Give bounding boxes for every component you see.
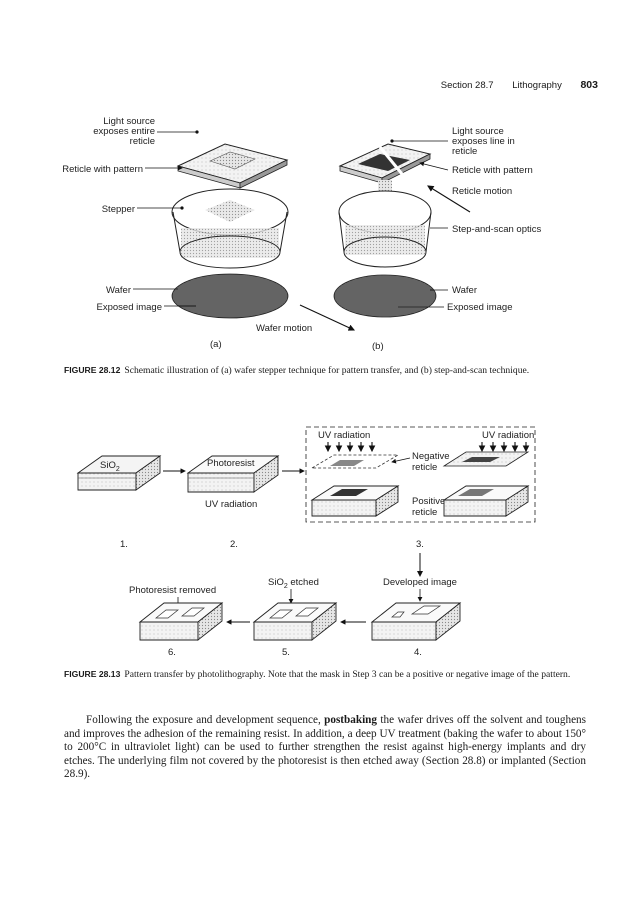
block-step3-neg [310, 485, 400, 517]
label-reticle-motion: Reticle motion [452, 186, 512, 197]
block-step5 [252, 602, 338, 641]
page-number: 803 [580, 79, 598, 91]
block-step1 [76, 455, 162, 491]
header-section: Section 28.7 [440, 80, 494, 91]
figure-12a-diagram: Light source exposes entire reticle Reti… [62, 116, 289, 350]
label-stepper: Stepper [102, 204, 135, 215]
figure-12-caption-label: FIGURE 28.12 [64, 365, 121, 375]
label-wafer-b: Wafer [452, 285, 477, 296]
block-step2 [186, 455, 280, 493]
figure-12-caption-text: Schematic illustration of (a) wafer step… [124, 365, 530, 376]
label-step4: 4. [414, 647, 422, 658]
reticle-plate-a [176, 143, 289, 189]
block-step4 [370, 602, 462, 641]
label-uv-pos: UV radiation [482, 430, 534, 441]
body-paragraph: Following the exposure and development s… [64, 714, 586, 781]
label-exposed-a: Exposed image [97, 302, 162, 313]
uv-arrows-neg [324, 442, 376, 453]
scan-optics-cylinder [338, 190, 432, 268]
label-light-entire-1: Light source [103, 116, 155, 127]
running-header: Section 28.7 Lithography 803 [425, 79, 598, 91]
label-uv-neg: UV radiation [318, 430, 370, 441]
label-light-entire-3: reticle [130, 136, 155, 147]
label-photoresist-removed: Photoresist removed [129, 585, 216, 596]
figure-13-diagram: SiO2 Photoresist UV radiation UV radiati… [76, 426, 536, 658]
label-step1: 1. [120, 539, 128, 550]
wafer-disc-b [333, 274, 437, 318]
label-light-line-1: Light source [452, 126, 504, 137]
label-exposed-b: Exposed image [447, 302, 512, 313]
step3-dashed-box [305, 426, 536, 523]
figure-12b-diagram: Light source exposes line in reticle Ret… [256, 126, 541, 352]
label-step3: 3. [416, 539, 424, 550]
leader-reticle-b [419, 161, 449, 171]
label-positive-1: Positive [412, 496, 445, 507]
label-step2: 2. [230, 539, 238, 550]
label-light-line-2: exposes line in [452, 136, 515, 147]
label-step5: 5. [282, 647, 290, 658]
negative-reticle [310, 454, 400, 469]
uv-arrows-pos [478, 442, 530, 453]
block-step3-pos [442, 485, 530, 517]
label-reticle-pattern-a: Reticle with pattern [62, 164, 143, 175]
label-reticle-pattern-b: Reticle with pattern [452, 165, 533, 176]
arrow-reticle-motion [427, 185, 471, 213]
block-step6 [138, 602, 224, 641]
figure-13-caption-label: FIGURE 28.13 [64, 669, 121, 679]
label-sio2: SiO2 [100, 460, 120, 473]
stepper-cylinder [171, 188, 289, 269]
label-panel-a: (a) [210, 339, 222, 350]
label-scan-optics: Step-and-scan optics [452, 224, 541, 235]
leader-negative [391, 457, 411, 464]
label-light-line-3: reticle [452, 146, 477, 157]
header-topic: Lithography [512, 80, 562, 91]
label-positive-2: reticle [412, 507, 437, 518]
label-negative-1: Negative [412, 451, 450, 462]
figure-13-caption-text: Pattern transfer by photolithography. No… [124, 669, 571, 680]
label-developed: Developed image [383, 577, 457, 588]
term-postbaking: postbaking [324, 714, 377, 726]
wafer-disc-a [171, 273, 289, 319]
label-wafer-a: Wafer [106, 285, 131, 296]
label-photoresist: Photoresist [207, 458, 255, 469]
arrow-wafer-motion [299, 304, 355, 331]
label-light-entire-2: exposes entire [93, 126, 155, 137]
label-uv-radiation-2: UV radiation [205, 499, 257, 510]
label-panel-b: (b) [372, 341, 384, 352]
label-sio2-etched: SiO2 etched [268, 577, 319, 590]
label-negative-2: reticle [412, 462, 437, 473]
label-wafer-motion: Wafer motion [256, 323, 312, 334]
reticle-plate-b [338, 143, 432, 184]
label-step6: 6. [168, 647, 176, 658]
